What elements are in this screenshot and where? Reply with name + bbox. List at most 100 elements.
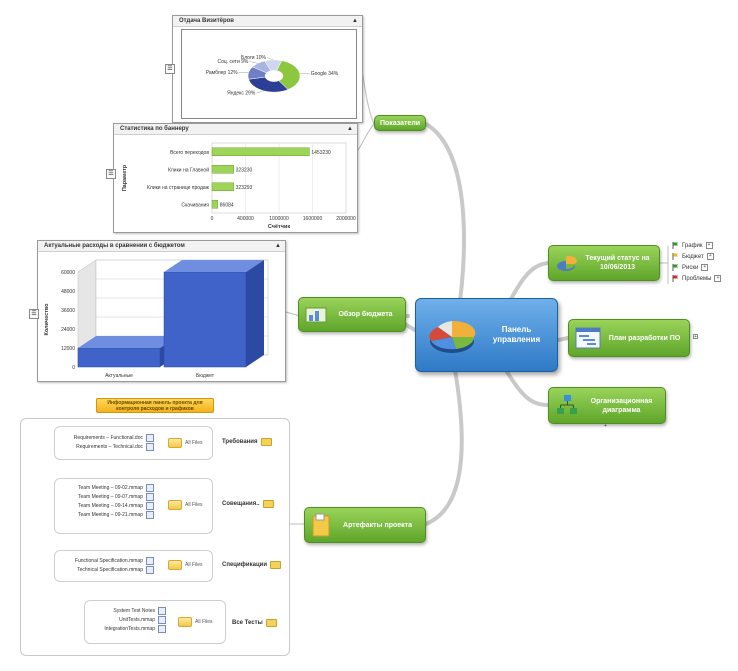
mmap-icon	[158, 624, 166, 633]
budget-bar	[77, 347, 161, 368]
file-item[interactable]: Technical Specification.mmap	[56, 565, 154, 574]
org-chart-icon	[557, 394, 577, 414]
expand-banner-icon[interactable]: ☰	[106, 169, 116, 179]
budget-bar-top	[164, 260, 264, 272]
dev-plan-expand-icon[interactable]: +	[693, 334, 698, 340]
org-expand-marker[interactable]: +	[604, 423, 607, 429]
flag-icon	[672, 253, 678, 260]
budget-panel[interactable]: Актуальные расходы в сравнении с бюджето…	[37, 240, 286, 382]
y-tick-label: 0	[72, 365, 75, 371]
file-item[interactable]: Team Meeting – 09-21.mmap	[56, 510, 154, 519]
flag-icon	[672, 275, 678, 282]
bar-category-label: Бюджет	[196, 373, 215, 379]
bar-category-label: Клики на странице продаж	[147, 185, 210, 191]
artifact-group-specs[interactable]	[54, 550, 213, 582]
file-item[interactable]: Team Meeting – 09-02.mmap	[56, 483, 154, 492]
file-item[interactable]: UnitTests.mmap	[86, 615, 166, 624]
artifact-group-title[interactable]: Требования	[222, 438, 272, 446]
mmap-icon	[146, 565, 154, 574]
file-item[interactable]: IntegrationTests.mmap	[86, 624, 166, 633]
mmap-icon	[146, 510, 154, 519]
doc-icon	[146, 442, 154, 451]
expand-traffic-icon[interactable]: ☰	[165, 64, 175, 74]
indicators-node[interactable]: Показатели	[374, 115, 426, 131]
all-files-link[interactable]: All Files	[185, 562, 203, 568]
folder-icon	[168, 438, 182, 448]
status-item-schedule[interactable]: График +	[672, 240, 732, 251]
status-item-risks[interactable]: Риски +	[672, 262, 732, 273]
artifact-files-requirements: Requirements – Functional.doc Requiremen…	[56, 433, 154, 451]
banner-bar	[211, 165, 234, 174]
collapse-icon[interactable]: ▲	[275, 243, 281, 249]
artifact-files-tests: System Test Notes UnitTests.mmap Integra…	[86, 606, 166, 633]
collapse-icon[interactable]: ▲	[347, 126, 353, 132]
budget-bar-top	[78, 336, 178, 348]
artifact-group-title[interactable]: Все Тесты	[232, 619, 277, 627]
pie-slice-label: Соц. сети 9%	[218, 59, 249, 65]
folder-icon	[312, 513, 330, 537]
banner-panel-header: Статистика по баннеру ▲	[114, 124, 357, 135]
x-tick-label: 1600000	[303, 216, 323, 222]
expand-icon[interactable]: +	[705, 242, 713, 249]
gantt-icon	[575, 327, 601, 349]
file-item[interactable]: Requirements – Functional.doc	[56, 433, 154, 442]
expand-budget-icon[interactable]: ☰	[29, 309, 39, 319]
file-item[interactable]: System Test Notes	[86, 606, 166, 615]
artifacts-note: Информационная панель проекта для контро…	[96, 398, 214, 413]
central-node[interactable]: Панель управления	[415, 298, 558, 372]
all-files-link[interactable]: All Files	[195, 619, 213, 625]
folder-icon	[260, 438, 272, 446]
x-tick-label: 1000000	[269, 216, 289, 222]
artifacts-node[interactable]: Артефакты проекта	[304, 507, 426, 543]
connector-status-items	[660, 246, 669, 284]
folder-icon	[178, 617, 192, 627]
folder-icon	[168, 500, 182, 510]
bar-value-label: 323230	[236, 167, 253, 173]
expand-icon[interactable]: +	[714, 275, 722, 282]
collapse-icon[interactable]: ▲	[352, 18, 358, 24]
folder-icon	[168, 560, 182, 570]
file-item[interactable]: Team Meeting – 09-07.mmap	[56, 492, 154, 501]
pie-slice-label: Google 34%	[311, 71, 339, 77]
y-tick-label: 48000	[61, 289, 75, 295]
pie-slice	[276, 60, 301, 90]
budget-panel-title: Актуальные расходы в сравнении с бюджето…	[44, 243, 185, 249]
traffic-pie-chart: Google 34%Яндекс 29%Рамблер 12%Соц. сети…	[206, 55, 339, 97]
status-node[interactable]: Текущий статус на 10/06/2013	[548, 245, 660, 281]
all-files-link[interactable]: All Files	[185, 440, 203, 446]
y-tick-label: 36000	[61, 308, 75, 314]
budget-panel-header: Актуальные расходы в сравнении с бюджето…	[38, 241, 285, 252]
artifact-group-requirements[interactable]	[54, 426, 213, 460]
traffic-panel[interactable]: Отдача Визитёров ▲ Google 34%Яндекс 29%Р…	[172, 15, 363, 123]
folder-icon	[270, 561, 282, 569]
x-tick-label: 2000000	[336, 216, 356, 222]
artifact-group-tests[interactable]	[84, 600, 226, 644]
traffic-chart-frame: Google 34%Яндекс 29%Рамблер 12%Соц. сети…	[181, 29, 357, 119]
artifact-group-title[interactable]: Спецификации	[222, 561, 282, 569]
file-item[interactable]: Team Meeting – 09-14.mmap	[56, 501, 154, 510]
expand-icon[interactable]: +	[701, 264, 709, 271]
budget-node[interactable]: Обзор бюджета	[298, 297, 406, 332]
mmap-icon	[146, 556, 154, 565]
banner-panel-title: Статистика по баннеру	[120, 126, 189, 132]
banner-bar	[211, 200, 219, 209]
expand-icon[interactable]: +	[706, 253, 714, 260]
file-item[interactable]: Functional Specification.mmap	[56, 556, 154, 565]
bar-value-label: 323293	[236, 185, 253, 191]
pie-leader-line	[256, 90, 264, 94]
status-item-budget[interactable]: Бюджет +	[672, 251, 732, 262]
x-axis-label: Счётчик	[268, 224, 290, 230]
connector-traffic-panel	[361, 69, 375, 125]
pie-slice-label: Яндекс 29%	[227, 91, 256, 97]
bar-value-label: 86084	[220, 202, 234, 208]
artifact-group-meetings[interactable]	[54, 478, 213, 534]
artifact-group-title[interactable]: Совещания..	[222, 500, 274, 508]
org-node[interactable]: Организационная диаграмма	[548, 387, 666, 424]
dev-plan-node[interactable]: План разработки ПО	[568, 319, 690, 357]
all-files-link[interactable]: All Files	[185, 502, 203, 508]
status-item-problems[interactable]: Проблемы +	[672, 273, 732, 284]
file-item[interactable]: Requirements – Technical.doc	[56, 442, 154, 451]
